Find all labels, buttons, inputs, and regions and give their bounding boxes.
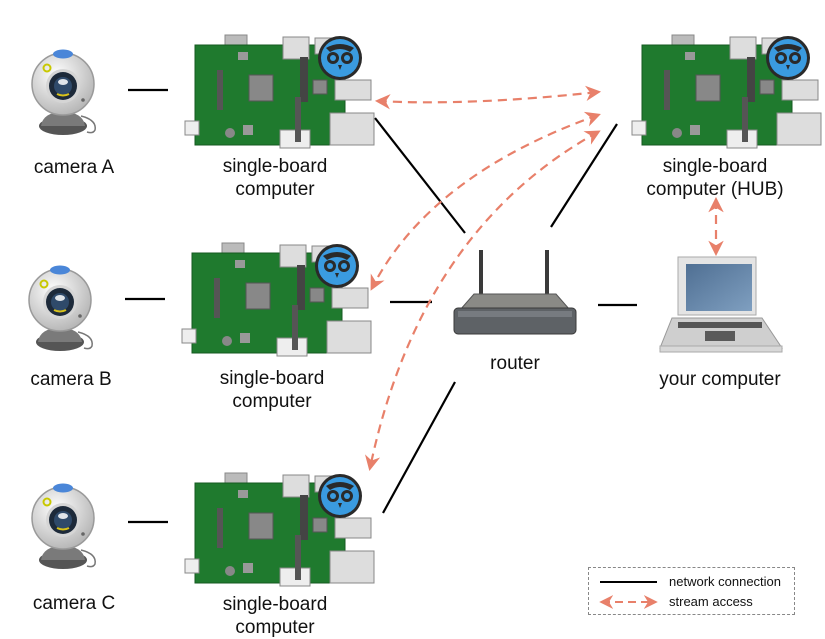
legend-stream-label: stream access (669, 594, 753, 609)
stream-hub-sbc-c (365, 130, 601, 472)
camera-b-icon[interactable] (28, 264, 94, 352)
sbc-a-label: single-board computer (222, 156, 328, 200)
stream-hub-sbc-b (370, 111, 601, 291)
laptop-icon[interactable] (659, 256, 783, 353)
sbc-b-label: single-board computer (219, 368, 325, 412)
router-label: router (490, 353, 540, 374)
sbc-c-label: single-board computer (222, 594, 328, 638)
legend: network connection stream access (588, 567, 795, 615)
camera-c-label: camera C (32, 593, 116, 614)
edge-sbc-a-router (374, 117, 466, 234)
your-computer-label: your computer (659, 369, 781, 390)
hub-label: single-board computer (HUB) (646, 156, 784, 200)
camera-b-label: camera B (30, 369, 112, 390)
stream-access (365, 85, 724, 472)
camera-a-label: camera A (33, 157, 115, 178)
owl-logo-icon (318, 36, 362, 80)
owl-logo-icon (315, 244, 359, 288)
owl-logo-icon (318, 474, 362, 518)
router-icon[interactable] (453, 250, 577, 335)
stream-hub-sbc-a (374, 85, 602, 110)
camera-c-icon[interactable] (31, 482, 97, 570)
owl-logo-icon (766, 36, 810, 80)
legend-network-label: network connection (669, 574, 782, 589)
edge-sbc-c-router (382, 381, 456, 514)
camera-a-icon[interactable] (31, 48, 97, 136)
